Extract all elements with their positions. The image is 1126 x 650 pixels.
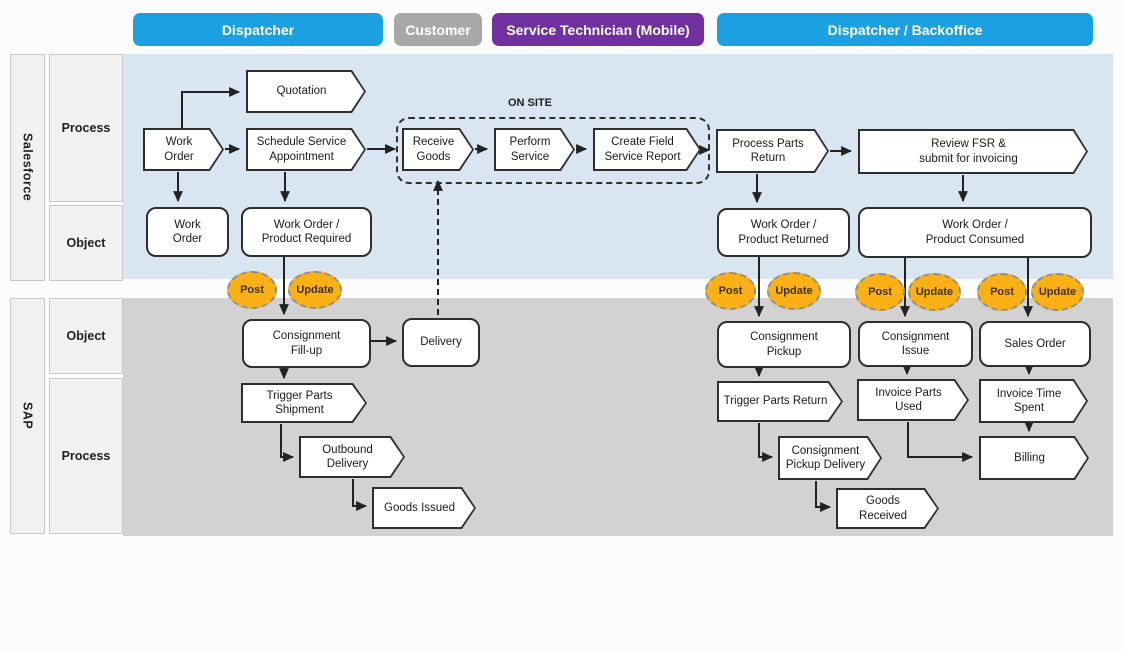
object-consignment-issue: Consignment Issue <box>858 321 973 367</box>
object-delivery: Delivery <box>402 318 480 367</box>
process-create-field-service-report: Create Field Service Report <box>593 128 701 171</box>
object-consignment-pickup-label: Consignment Pickup <box>750 331 818 358</box>
object-consignment-pickup: Consignment Pickup <box>717 321 851 368</box>
badge-post-3: Post <box>855 273 905 311</box>
object-work-order-label: Work Order <box>172 218 203 245</box>
process-outbound-delivery: Outbound Delivery <box>299 436 405 478</box>
process-work-order: Work Order <box>143 128 224 171</box>
process-receive-goods: Receive Goods <box>402 128 474 171</box>
on-site-label: ON SITE <box>507 97 552 109</box>
process-goods-received: Goods Received <box>836 488 939 529</box>
object-wo-product-required: Work Order / Product Required <box>241 207 372 257</box>
object-consignment-issue-label: Consignment Issue <box>881 330 950 357</box>
process-invoice-parts-used-label: Invoice Parts Used <box>875 386 942 413</box>
badge-update-1: Update <box>288 271 342 309</box>
process-perform-service-label: Perform Service <box>509 136 551 163</box>
process-quotation-label: Quotation <box>276 85 327 98</box>
lane-sap: SAP <box>10 298 45 534</box>
process-trigger-parts-return: Trigger Parts Return <box>717 381 843 422</box>
badge-post-2: Post <box>705 272 756 310</box>
process-invoice-parts-used: Invoice Parts Used <box>857 379 969 421</box>
object-consignment-fillup: Consignment Fill-up <box>242 319 371 368</box>
lane-salesforce-process: Process <box>49 54 123 202</box>
process-work-order-label: Work Order <box>164 136 194 163</box>
banner-service-technician: Service Technician (Mobile) <box>492 13 704 46</box>
object-wo-product-returned: Work Order / Product Returned <box>717 208 850 257</box>
lane-sap-object: Object <box>49 298 123 374</box>
object-wo-product-returned-label: Work Order / Product Returned <box>738 219 829 246</box>
process-perform-service: Perform Service <box>494 128 575 171</box>
lane-salesforce: Salesforce <box>10 54 45 281</box>
process-outbound-delivery-label: Outbound Delivery <box>322 443 373 470</box>
process-consignment-pickup-delivery-label: Consignment Pickup Delivery <box>785 444 866 471</box>
object-sales-order-label: Sales Order <box>1004 337 1066 350</box>
process-billing-label: Billing <box>1014 451 1045 464</box>
process-goods-received-label: Goods Received <box>859 495 907 522</box>
badge-post-4: Post <box>977 273 1027 311</box>
process-schedule-service-appointment-label: Schedule Service Appointment <box>256 136 347 163</box>
process-create-field-service-report-label: Create Field Service Report <box>604 136 681 163</box>
process-schedule-service-appointment: Schedule Service Appointment <box>246 128 366 171</box>
process-billing: Billing <box>979 436 1089 480</box>
object-wo-product-consumed-label: Work Order / Product Consumed <box>925 219 1025 246</box>
process-process-parts-return: Process Parts Return <box>716 129 829 173</box>
object-wo-product-consumed: Work Order / Product Consumed <box>858 207 1092 258</box>
process-review-fsr: Review FSR & submit for invoicing <box>858 129 1088 174</box>
badge-update-2: Update <box>767 272 821 310</box>
badge-update-3: Update <box>908 273 961 311</box>
process-trigger-parts-return-label: Trigger Parts Return <box>723 395 828 408</box>
object-consignment-fillup-label: Consignment Fill-up <box>272 330 341 357</box>
process-invoice-time-spent-label: Invoice Time Spent <box>996 387 1062 414</box>
process-goods-issued-label: Goods Issued <box>384 501 455 514</box>
object-delivery-label: Delivery <box>420 336 462 349</box>
process-trigger-parts-shipment: Trigger Parts Shipment <box>241 383 367 423</box>
lane-salesforce-object: Object <box>49 205 123 281</box>
process-process-parts-return-label: Process Parts Return <box>732 137 804 164</box>
process-goods-issued: Goods Issued <box>372 487 476 529</box>
banner-dispatcher: Dispatcher <box>133 13 383 46</box>
object-wo-product-required-label: Work Order / Product Required <box>261 218 352 245</box>
process-receive-goods-label: Receive Goods <box>412 136 455 163</box>
badge-post-1: Post <box>227 271 277 309</box>
banner-dispatcher-backoffice: Dispatcher / Backoffice <box>717 13 1093 46</box>
object-work-order: Work Order <box>146 207 229 257</box>
object-sales-order: Sales Order <box>979 321 1091 367</box>
process-trigger-parts-shipment-label: Trigger Parts Shipment <box>266 389 333 416</box>
process-quotation: Quotation <box>246 70 366 113</box>
process-review-fsr-label: Review FSR & submit for invoicing <box>919 138 1018 165</box>
badge-update-4: Update <box>1031 273 1084 311</box>
process-consignment-pickup-delivery: Consignment Pickup Delivery <box>778 436 882 480</box>
lane-sap-process: Process <box>49 378 123 534</box>
banner-customer: Customer <box>394 13 482 46</box>
process-invoice-time-spent: Invoice Time Spent <box>979 379 1088 423</box>
